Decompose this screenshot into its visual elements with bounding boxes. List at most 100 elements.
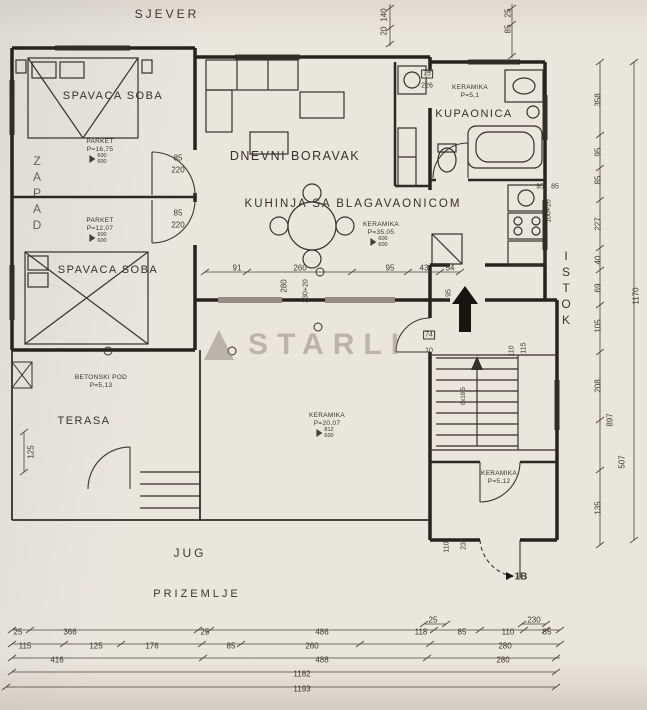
dim-label: 85	[173, 153, 183, 163]
dim-label: 488	[315, 655, 329, 665]
dim-label: 125	[89, 641, 103, 651]
floor-type: BETONSKI POD	[74, 374, 128, 382]
dim-label: 1182	[293, 669, 311, 679]
dim-label: 74	[423, 330, 435, 340]
dim-label: 260	[305, 641, 319, 651]
window-symbols	[9, 45, 560, 430]
dim-label: 95	[385, 263, 395, 273]
dim-label: 897	[605, 413, 615, 427]
dim-label: 25	[200, 627, 210, 637]
floor-area: P=20,07	[313, 420, 341, 427]
terrace-outline	[11, 350, 430, 521]
room-label-bedroom2: SPAVACA SOBA	[57, 264, 159, 276]
dim-label: 230+20	[302, 279, 310, 303]
area-label-bedroom1: PARKET P=16,75	[86, 138, 113, 154]
level-marker-icon	[370, 238, 377, 246]
dim-label: 135	[593, 501, 603, 515]
compass-east: ISTOK	[559, 249, 573, 329]
floor-type: PARKET	[86, 217, 114, 225]
dim-label: 25	[503, 8, 513, 18]
dim-label: 486	[315, 627, 329, 637]
tile-size-bottom: 600	[324, 433, 334, 439]
dim-label: 230	[460, 538, 468, 550]
floor-type: KERAMIKA	[363, 221, 399, 229]
floor-area: P=16,75	[86, 146, 114, 153]
tile-marker-kitchen: 600 600	[370, 236, 388, 248]
dim-label: 118	[414, 627, 428, 637]
dim-label: 54	[445, 263, 455, 273]
section-marker-icon	[506, 572, 514, 580]
dim-label: 85	[593, 175, 603, 185]
dim-label: 230	[527, 615, 541, 625]
dim-label: 280	[279, 279, 289, 293]
dim-label: 95	[593, 147, 603, 157]
dim-label: 507	[617, 455, 627, 469]
area-label-bathroom: KERAMIKA P=5,1	[452, 84, 488, 100]
tile-marker-bedroom2: 600 600	[89, 231, 107, 244]
dim-label: 95	[445, 289, 453, 297]
compass-west: ZAPAD	[30, 154, 44, 234]
dim-label: 220	[171, 220, 185, 230]
entrance-arrow-icon	[452, 286, 478, 332]
dim-label: 91	[232, 263, 242, 273]
dim-label: 85	[226, 641, 236, 651]
dim-label: 75	[421, 69, 433, 79]
dim-label: 95	[536, 183, 544, 191]
furniture	[15, 57, 546, 345]
dim-label: 40	[593, 255, 603, 265]
room-label-terrace: TERASA	[57, 415, 111, 427]
floor-area: P=5,13	[89, 382, 113, 389]
dim-label: 1170	[631, 287, 641, 305]
tile-size-bottom: 600	[97, 238, 107, 244]
dim-label: 69	[593, 283, 603, 293]
dim-label: 25	[428, 615, 438, 625]
dim-label: 115	[18, 641, 32, 651]
dim-label: 85	[457, 627, 467, 637]
level-marker-icon	[89, 155, 96, 163]
dim-label: 25	[13, 627, 23, 637]
room-label-kitchen: KUHINJA SA BLAGAVAONICOM	[244, 198, 462, 210]
dim-label: 85	[503, 24, 513, 34]
dim-label: 358	[593, 93, 603, 107]
dim-label: 10	[425, 347, 433, 355]
floor-title: PRIZEMLJE	[153, 588, 241, 600]
area-label-bedroom2: PARKET P=12,07	[86, 217, 113, 233]
dim-label: 220	[171, 165, 185, 175]
area-label-kitchen: KERAMIKA P=35,05	[363, 221, 399, 237]
dim-label: 85	[173, 208, 183, 218]
tile-marker-bedroom1: 600 600	[89, 152, 107, 165]
dim-label: 140	[379, 8, 389, 22]
dim-label: 1193	[293, 684, 311, 694]
tile-marker-patio: 812 600	[316, 426, 334, 439]
dim-label: 227	[593, 217, 603, 231]
dim-label: 100+20	[545, 199, 553, 223]
room-label-bedroom1: SPAVACA SOBA	[62, 90, 164, 102]
level-marker-icon	[316, 429, 323, 437]
area-label-patio: KERAMIKA P=20,07	[309, 412, 345, 428]
floor-type: KERAMIKA	[481, 470, 517, 478]
compass-north: SJEVER	[134, 7, 200, 21]
dim-label: 260	[293, 263, 307, 273]
tile-size-bottom: 600	[378, 242, 388, 248]
dim-label: 176	[145, 641, 159, 651]
floor-area: P=5,12	[487, 478, 511, 485]
dim-label: 110	[501, 627, 515, 637]
dim-label: 115	[520, 342, 528, 354]
area-label-terrace: BETONSKI POD P=5,13	[75, 374, 127, 390]
tile-size-top: 812	[324, 426, 334, 433]
dim-label: 110	[443, 541, 451, 553]
dim-label: 280	[498, 641, 512, 651]
dim-label: 20	[379, 26, 389, 36]
dim-label: 280	[496, 655, 510, 665]
dim-label: 125	[26, 445, 36, 459]
tile-size-top: 600	[97, 231, 107, 238]
floor-type: PARKET	[86, 138, 114, 146]
dim-label: 1B	[514, 571, 528, 583]
floor-area: P=35,05	[367, 229, 395, 236]
dim-label: 110	[508, 345, 516, 357]
tile-size-top: 600	[97, 152, 107, 159]
dim-label: 85	[542, 627, 552, 637]
